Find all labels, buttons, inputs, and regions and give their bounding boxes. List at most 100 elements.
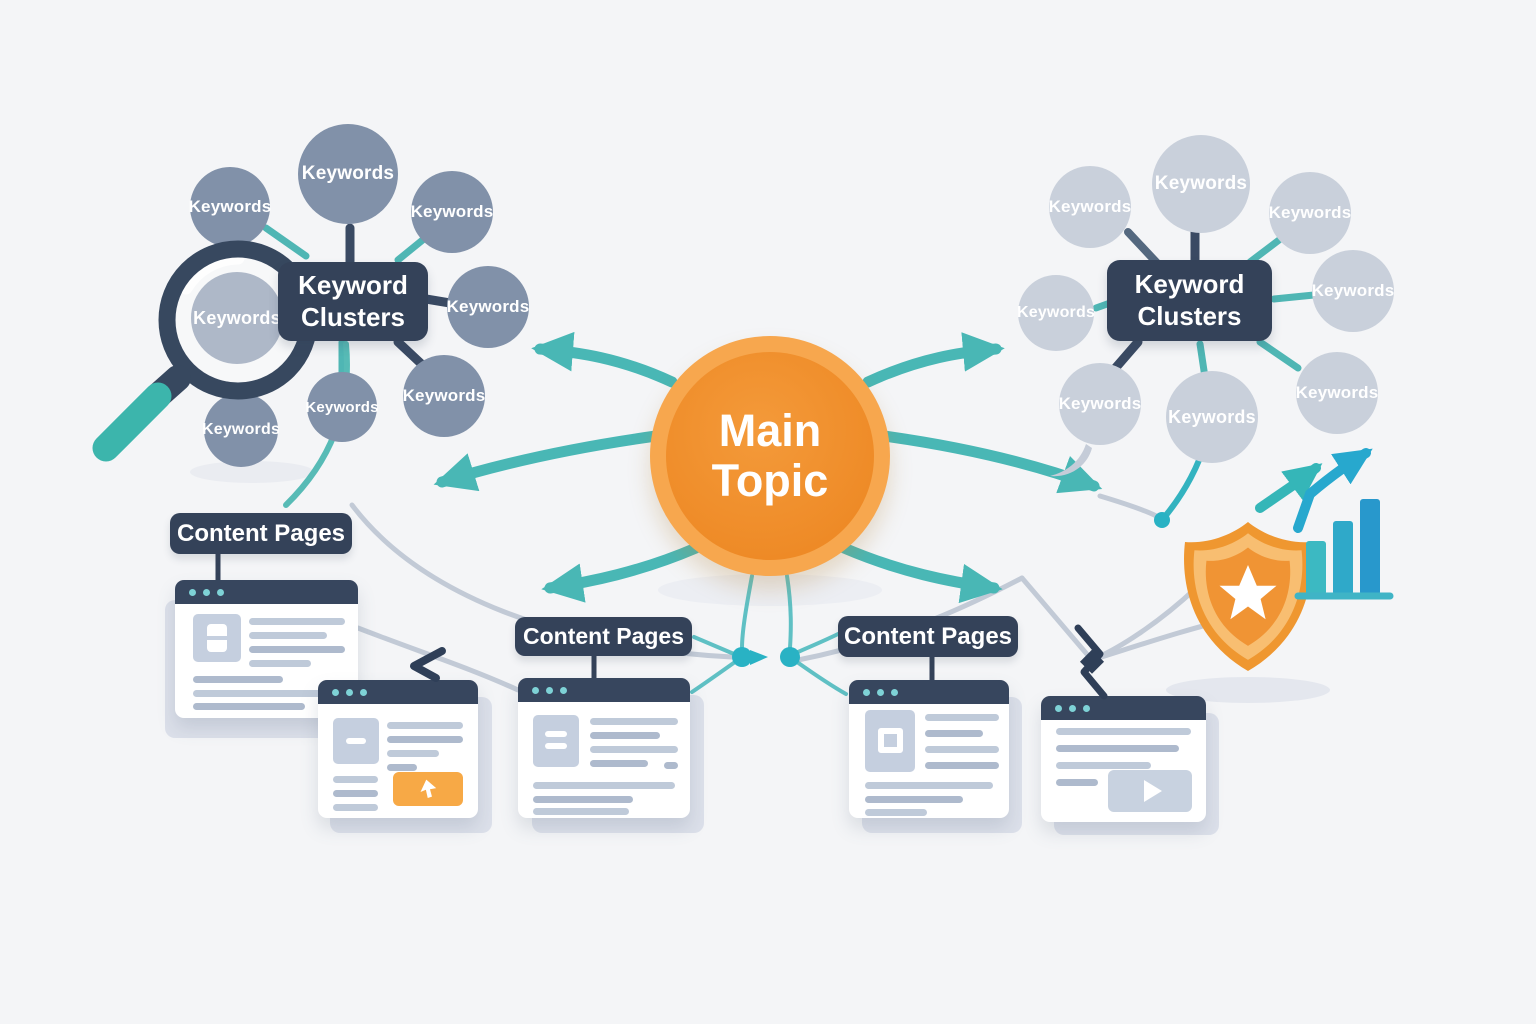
keyword-bubble: Keywords [403,355,485,437]
window-dot [203,589,210,596]
text-line [590,718,678,725]
click-pointer-icon [420,779,437,799]
text-line [333,776,378,783]
keyword-label: Keywords [410,202,494,221]
main-topic-node: Main Topic [650,336,890,576]
text-line [533,782,675,789]
window-dot [532,687,539,694]
image-glyph [545,743,567,749]
main-topic-label: Main Topic [711,404,829,506]
text-line [193,703,305,710]
text-line [1056,745,1179,752]
video-player-placeholder [1108,770,1192,812]
content-pages-label-left: Content Pages [170,513,352,554]
keyword-label: Keywords [446,297,530,316]
text-line [865,796,963,803]
keyword-bubble: Keywords [1017,275,1095,351]
window-dot [891,689,898,696]
keyword-label: Keywords [1268,203,1352,222]
keyword-label: Keywords [201,421,281,438]
window-dot [877,689,884,696]
window-dot [1055,705,1062,712]
hub-node-curves [690,574,848,696]
keyword-label: Keywords [305,398,379,416]
keyword-bubble: Keywords [411,171,493,253]
content-pages-text: Content Pages [843,622,1013,650]
keyword-label: Keywords [1154,173,1248,194]
text-line [590,732,660,739]
text-line [925,714,999,721]
keyword-label: Keywords [1311,281,1395,300]
text-line [925,762,999,769]
text-line [925,730,983,737]
text-line [387,736,463,743]
article-image-placeholder [333,718,379,764]
text-line [193,676,283,683]
window-titlebar [318,680,478,704]
text-line [664,762,678,769]
content-pages-label-right: Content Pages [838,616,1018,657]
right-cluster-title: Keyword Clusters [1134,269,1245,331]
text-line [533,808,629,815]
text-line [865,782,993,789]
window-dot [346,689,353,696]
image-glyph [878,728,903,753]
growth-chart-icon [1255,448,1394,600]
browser-window-article-cta [318,680,478,818]
keyword-label: Keywords [1168,406,1256,427]
window-dot [189,589,196,596]
browser-window-video [1041,696,1206,822]
window-titlebar [518,678,690,702]
window-titlebar [175,580,358,604]
keyword-bubble: Keywords [298,124,398,224]
keyword-label: Keywords [188,197,272,216]
article-image-placeholder [865,710,915,772]
content-pages-text: Content Pages [176,519,346,547]
text-line [533,796,633,803]
window-titlebar [849,680,1009,704]
window-dot [217,589,224,596]
text-line [249,632,327,639]
window-dot [560,687,567,694]
keyword-bubble: Keywords [1166,371,1258,463]
shield-star-icon [1184,522,1312,671]
keyword-bubble: Keywords [447,266,529,348]
text-line [333,804,378,811]
text-line [333,790,378,797]
text-line [1056,762,1151,769]
text-line [249,660,311,667]
cursor-arrow-icon [410,647,446,682]
keyword-bubble: Keywords [1312,250,1394,332]
keyword-bubble: Keywords [1059,363,1141,445]
text-line [925,746,999,753]
image-glyph [545,731,567,737]
keyword-label: Keywords [1295,383,1379,402]
window-dot [863,689,870,696]
browser-window-article-2 [518,678,690,818]
text-line [590,746,678,753]
text-line [1056,728,1191,735]
window-titlebar [1041,696,1206,720]
keyword-label: Keywords [1048,197,1132,216]
window-dot [1083,705,1090,712]
browser-window-article-3 [849,680,1009,818]
keyword-bubble: Keywords [201,393,281,467]
keyword-bubble: Keywords [1269,172,1351,254]
text-line [1056,779,1098,786]
text-line [249,618,345,625]
keyword-bubble: Keywords [305,372,379,442]
text-line [865,809,927,816]
zigzag-connector [1074,624,1108,700]
image-glyph-divider [207,636,227,640]
text-line [387,764,417,771]
keyword-bubble: Keywords [1049,166,1131,248]
right-cluster-box: Keyword Clusters [1107,260,1272,341]
text-line [249,646,345,653]
left-cluster-box: Keyword Clusters [278,262,428,341]
window-dot [1069,705,1076,712]
left-cluster-title: Keyword Clusters [298,270,408,332]
text-line [193,690,341,697]
keyword-label: Keywords [301,163,395,184]
keyword-label: Keywords [402,386,486,405]
article-image-placeholder [193,614,241,662]
